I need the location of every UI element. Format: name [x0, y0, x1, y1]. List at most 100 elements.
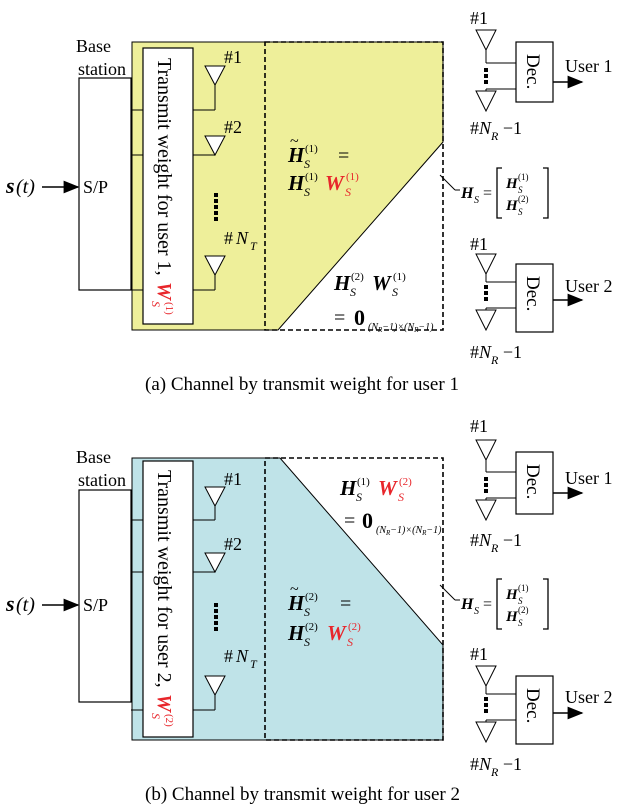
dots-icon: [214, 603, 218, 631]
hs2-sub: S: [518, 207, 523, 217]
weight-sub: S: [149, 713, 163, 719]
antenna-icon: [475, 90, 497, 113]
weight-symbol: W: [153, 282, 175, 301]
h-sub: S: [304, 185, 310, 199]
w-sub: S: [347, 635, 353, 649]
weight-symbol: W: [153, 694, 175, 713]
weight-sup: (2): [163, 714, 175, 727]
antenna-icon: [193, 135, 226, 157]
h-tilde: H: [287, 591, 305, 615]
hs1-sub: S: [518, 185, 523, 195]
h-sup: (2): [305, 621, 318, 633]
hs2-symbol: H: [505, 198, 519, 214]
h2-symbol: H: [333, 271, 351, 295]
antenna-nt-n: N: [235, 646, 249, 666]
decoder-block: [515, 675, 554, 745]
hs-sub: S: [474, 195, 479, 206]
antenna-icon: [475, 499, 497, 522]
rx2-top-label: #1: [470, 234, 488, 254]
w1-symbol: W: [372, 271, 392, 295]
hs-sub: S: [474, 606, 479, 617]
decoder-label: Dec.: [522, 688, 543, 723]
user2-label: User 2: [565, 687, 613, 707]
dots-icon: [484, 68, 488, 84]
equals-sign-2: =: [334, 307, 345, 329]
rx1-top-label: #1: [470, 8, 488, 28]
hs1-sup: (1): [518, 583, 529, 593]
hs1-symbol: H: [505, 587, 519, 603]
w-sup: (1): [346, 171, 359, 183]
rx2-bottom-label: #NR −1: [470, 754, 522, 779]
antenna-nt-sub: T: [250, 239, 258, 253]
hs-symbol: H: [460, 185, 474, 202]
w2-sub: S: [398, 490, 404, 504]
w2-sup: (2): [399, 476, 412, 488]
antenna-icon: [475, 253, 497, 276]
hs2-symbol: H: [505, 609, 519, 625]
antenna-icon: [193, 675, 226, 711]
h-sub: S: [304, 635, 310, 649]
h2-sup: (2): [351, 271, 364, 283]
antenna-icon: [193, 552, 226, 574]
matrix-bracket-left: [496, 578, 502, 630]
decoder-block: [515, 451, 554, 515]
panel-a: Base station S/P s (t) Transmit weight f…: [5, 8, 613, 395]
antenna-1-label: #1: [224, 47, 242, 67]
base-station-label-2: station: [78, 470, 126, 490]
bracket-icon: [439, 584, 456, 601]
h-symbol: H: [287, 171, 305, 195]
hs1-sub: S: [518, 596, 523, 606]
h-tilde-sup: (1): [305, 143, 318, 155]
antenna-icon: [475, 721, 497, 744]
dots-icon: [484, 285, 488, 301]
h-tilde-sup: (2): [305, 591, 318, 603]
weight-block: [142, 460, 194, 738]
weight-block: [142, 47, 194, 325]
hs-eq: =: [483, 596, 492, 613]
antenna-icon: [475, 29, 497, 52]
antenna-icon: [193, 65, 226, 111]
hs2-sup: (2): [518, 605, 529, 615]
dots-icon: [484, 697, 488, 713]
sp-block: [78, 77, 132, 291]
weight-sub: S: [149, 301, 163, 307]
caption-a: (a) Channel by transmit weight for user …: [145, 374, 459, 395]
decoder-label: Dec.: [522, 276, 543, 311]
zero-matrix-sub: (NR−1)×(NR−1): [368, 322, 434, 334]
equals-sign: =: [344, 510, 355, 532]
panel-a-channel-box: [264, 41, 444, 331]
h2-sub: S: [350, 285, 356, 299]
user2-label: User 2: [565, 276, 613, 296]
h1-symbol: H: [339, 476, 357, 500]
antenna-icon: [475, 665, 497, 688]
zero-matrix-sub: (NR−1)×(NR−1): [376, 525, 442, 537]
equals-sign-2: =: [340, 593, 351, 615]
panel-b: Base station S/P s (t) Transmit weight f…: [5, 416, 613, 805]
h-tilde-sub: S: [304, 605, 310, 619]
rx1-bottom-label: #NR −1: [470, 118, 522, 143]
antenna-nt-n: N: [235, 228, 249, 248]
equals-sign: =: [338, 145, 349, 167]
sp-block: [78, 489, 132, 703]
antenna-nt-sub: T: [250, 657, 258, 671]
bracket-icon: [439, 174, 456, 191]
hs-symbol: H: [460, 596, 474, 613]
antenna-1-label: #1: [224, 469, 242, 489]
rx2-top-label: #1: [470, 644, 488, 664]
antenna-nt-hash: #: [224, 646, 233, 666]
sp-label: S/P: [83, 595, 108, 615]
w1-sub: S: [392, 285, 398, 299]
panel-b-channel-box: [264, 457, 444, 741]
user1-label: User 1: [565, 468, 613, 488]
decoder-block: [515, 263, 554, 333]
zero-matrix: 0: [362, 508, 373, 533]
signal-label: s: [5, 591, 15, 616]
user1-label: User 1: [565, 56, 613, 76]
rx1-bottom-label: #NR −1: [470, 530, 522, 555]
signal-arg: (t): [16, 594, 35, 616]
h-tilde-accent: ~: [290, 133, 299, 150]
h-tilde-accent: ~: [290, 581, 299, 598]
rx1-top-label: #1: [470, 416, 488, 436]
weight-label: Transmit weight for user 2,: [153, 470, 175, 688]
